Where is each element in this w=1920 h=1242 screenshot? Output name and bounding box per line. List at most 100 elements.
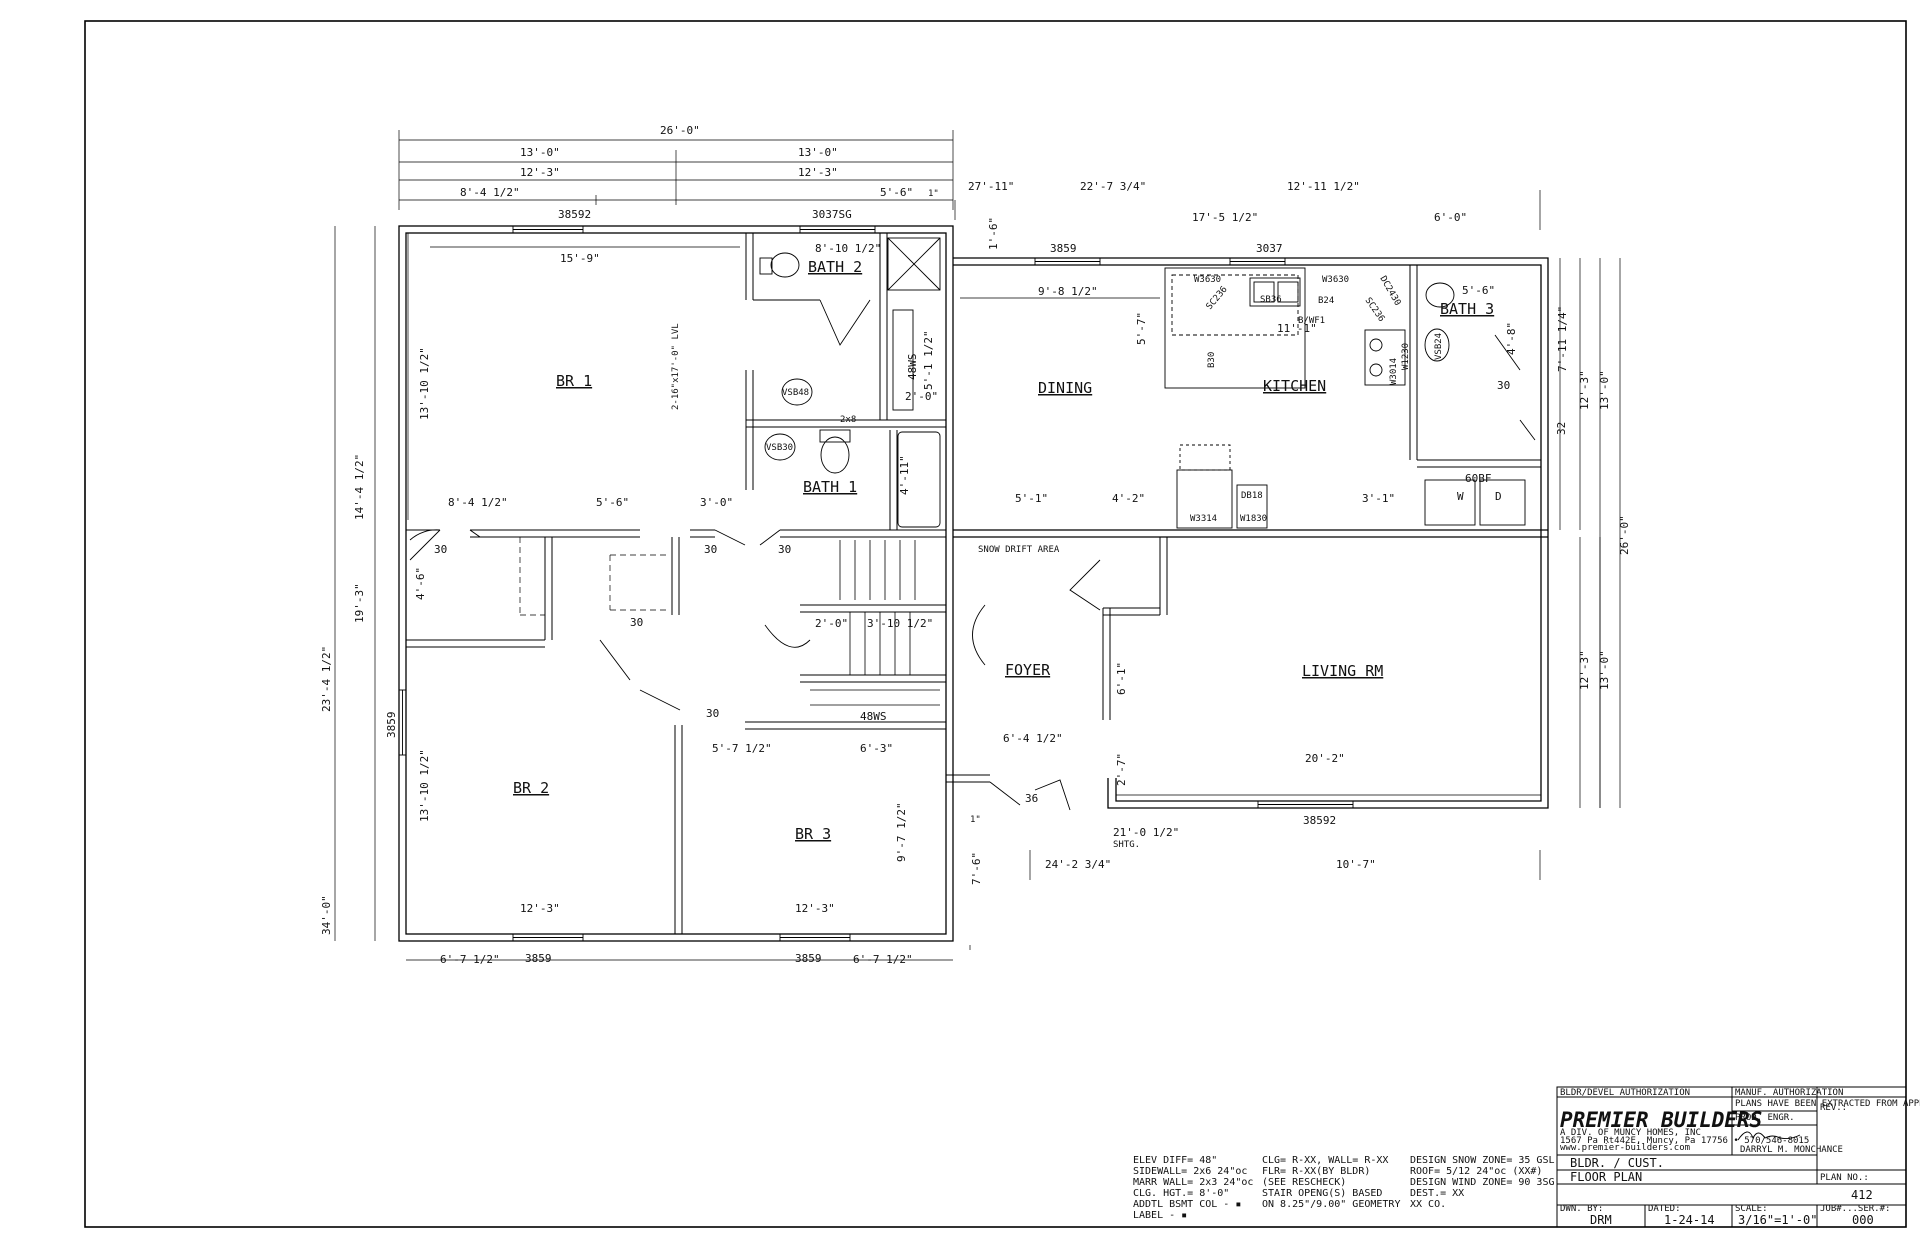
tb-bldr-auth: BLDR/DEVEL AUTHORIZATION	[1560, 1088, 1690, 1098]
label-door-30-bath: 30	[778, 543, 791, 556]
note-col3-3: DEST.= XX	[1410, 1188, 1464, 1199]
tb-manuf-auth: MANUF. AUTHORIZATION	[1735, 1088, 1843, 1098]
dim-left-34-0: 34'-0"	[320, 895, 333, 935]
room-br1: BR 1	[556, 372, 592, 390]
room-living: LIVING RM	[1302, 662, 1383, 680]
title-block-text: BLDR/DEVEL AUTHORIZATION MANUF. AUTHORIZ…	[1560, 1088, 1920, 1227]
label-lvl: 2-16"x17'-0" LVL	[671, 323, 681, 410]
tb-dated: 1-24-14	[1664, 1213, 1715, 1227]
dim-right-6-0: 6'-0"	[1434, 211, 1467, 224]
tb-dwn-by: DRM	[1590, 1213, 1612, 1227]
dim-living-w: 20'-2"	[1305, 752, 1345, 765]
dim-top-12-3b: 12'-3"	[798, 166, 838, 179]
tb-scale-label: SCALE:	[1735, 1204, 1768, 1214]
reference-lines	[519, 529, 1548, 616]
dim-right-22-7: 22'-7 3/4"	[1080, 180, 1146, 193]
dim-hall-4-6: 4'-6"	[414, 567, 427, 600]
dimension-text: 26'-0" 13'-0" 13'-0" 12'-3" 12'-3" 8'-4 …	[320, 124, 1631, 966]
dim-stair-2-0: 2'-0"	[815, 617, 848, 630]
label-2x8: 2x8	[840, 415, 856, 425]
label-w3014: W3014	[1389, 358, 1399, 385]
dim-dining-5-1: 5'-1"	[1015, 492, 1048, 505]
tb-sheet-title: FLOOR PLAN	[1570, 1170, 1642, 1184]
tb-web: www.premier-builders.com	[1560, 1143, 1690, 1153]
dim-one-in: 1"	[970, 815, 981, 825]
dim-left-23-4: 23'-4 1/2"	[320, 646, 333, 712]
label-b24: B24	[1318, 296, 1334, 306]
dim-bath3-5-6: 5'-6"	[1462, 284, 1495, 297]
room-dining: DINING	[1038, 379, 1092, 397]
label-db18: DB18	[1241, 491, 1263, 501]
tb-approval: PLANS HAVE BEEN EXTRACTED FROM APPROVED …	[1735, 1099, 1920, 1109]
label-window-38592-top: 38592	[558, 208, 591, 221]
label-w3630a: W3630	[1194, 275, 1221, 285]
note-col2-1: FLR= R-XX(BY BLDR)	[1262, 1166, 1370, 1177]
label-door-36: 36	[1025, 792, 1038, 805]
dim-top-13a: 13'-0"	[520, 146, 560, 159]
dim-left-19-3: 19'-3"	[353, 583, 366, 623]
tb-job-label: JOB#...SER.#:	[1820, 1204, 1890, 1214]
label-door-30-bath3: 30	[1497, 379, 1510, 392]
note-col2-2: (SEE RESCHECK)	[1262, 1177, 1346, 1188]
label-door-30-hall: 30	[704, 543, 717, 556]
label-door-30-br2: 30	[706, 707, 719, 720]
dim-living-13-0: 13'-0"	[1598, 650, 1611, 690]
dimension-lines	[334, 130, 1621, 961]
title-block	[1556, 1086, 1907, 1228]
dim-top-5-6: 5'-6"	[880, 186, 913, 199]
note-col1-3: CLG. HGT.= 8'-0"	[1133, 1188, 1229, 1199]
label-w3630b: W3630	[1322, 275, 1349, 285]
dim-br1-depth: 13'-10 1/2"	[418, 347, 431, 420]
note-col1-4: ADDTL BSMT COL - ▪	[1133, 1199, 1241, 1210]
dim-stair-3-10: 3'-10 1/2"	[867, 617, 933, 630]
dim-br2-w: 12'-3"	[520, 902, 560, 915]
label-vsb48: VSB48	[782, 388, 809, 398]
sheet-border	[84, 20, 1907, 1228]
note-col1-0: ELEV DIFF= 48"	[1133, 1155, 1217, 1166]
label-vsb30: VSB30	[766, 443, 793, 453]
dim-bath2-5-1: 5'-1 1/2"	[922, 330, 935, 390]
dim-top-1: 1"	[928, 189, 939, 199]
dim-right-1-6: 1'-6"	[987, 217, 1000, 250]
interior-walls	[406, 233, 1541, 934]
tb-job: 000	[1852, 1213, 1874, 1227]
label-door-30-closet: 30	[630, 616, 643, 629]
dim-kit-3-1: 3'-1"	[1362, 492, 1395, 505]
dim-right-7-11: 7'-11 1/4"	[1556, 306, 1569, 372]
dim-bot-6-7b: 6'-7 1/2"	[853, 953, 913, 966]
dim-right-27-11: 27'-11"	[968, 180, 1014, 193]
note-col2-4: ON 8.25"/9.00" GEOMETRY	[1262, 1199, 1400, 1210]
note-col3-0: DESIGN SNOW ZONE= 35 GSL	[1410, 1155, 1555, 1166]
room-bath2: BATH 2	[808, 258, 862, 276]
dim-kit-4-2: 4'-2"	[1112, 492, 1145, 505]
stairs	[810, 540, 940, 706]
dim-bot-10-7: 10'-7"	[1336, 858, 1376, 871]
note-col1-5: LABEL - ▪	[1133, 1210, 1187, 1221]
dim-shtg: SHTG.	[1113, 840, 1140, 850]
tb-bldr-cust: BLDR. / CUST.	[1570, 1156, 1664, 1170]
dim-upper-12-3: 12'-3"	[1578, 370, 1591, 410]
dim-upper-13-0: 13'-0"	[1598, 370, 1611, 410]
label-sb36: SB36	[1260, 295, 1282, 305]
dim-br2-depth: 13'-10 1/2"	[418, 749, 431, 822]
dim-kitchen-11-1: 11'-1"	[1277, 322, 1317, 335]
dim-hall-3-0: 3'-0"	[700, 496, 733, 509]
room-labels: BR 1 BR 2 BR 3 BATH 1 BATH 2 BATH 3 DINI…	[513, 258, 1494, 843]
fixtures	[759, 237, 1526, 529]
tb-address: 1567 Pa Rt442E, Muncy, Pa 17756 • 570/54…	[1560, 1136, 1809, 1146]
dim-br3-w: 12'-3"	[795, 902, 835, 915]
label-vsb24: VSB24	[1434, 333, 1444, 360]
label-window-38592-living: 38592	[1303, 814, 1336, 827]
label-window-3859-br3: 3859	[795, 952, 822, 965]
dim-kitchen-5-7: 5'-7"	[1135, 312, 1148, 345]
dim-top-12-3a: 12'-3"	[520, 166, 560, 179]
room-bath3: BATH 3	[1440, 300, 1494, 318]
label-48ws-b: 48WS	[860, 710, 887, 723]
label-washer: W	[1457, 490, 1464, 503]
doors	[409, 299, 1536, 811]
label-door-32: 32	[1555, 422, 1568, 435]
tb-plan-no-label: PLAN NO.:	[1820, 1173, 1869, 1183]
label-sc236b: SC236	[1363, 296, 1387, 324]
tb-signature	[1737, 1131, 1801, 1141]
